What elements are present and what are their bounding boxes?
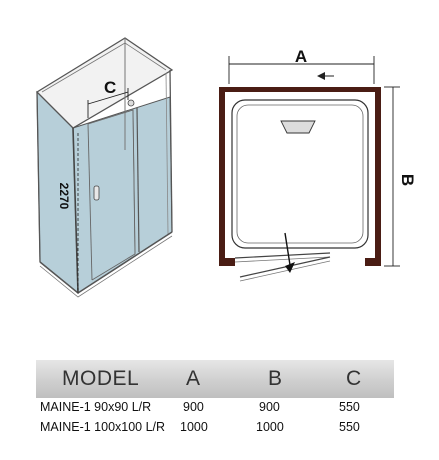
- dimension-c-label: C: [104, 78, 116, 97]
- table-header: MODEL A B C: [36, 360, 394, 398]
- header-model: MODEL: [62, 367, 140, 390]
- plan-view: A B: [219, 47, 417, 282]
- hinge-knob: [127, 99, 135, 107]
- row-c: 550: [339, 400, 360, 414]
- dimension-b-label: B: [398, 174, 417, 186]
- row-model: MAINE-1 90x90 L/R: [40, 400, 152, 414]
- shower-diagram: C 2270 A B: [35, 37, 417, 298]
- row-c: 550: [339, 420, 360, 434]
- row-b: 1000: [256, 420, 284, 434]
- enclosure-frame: [219, 87, 381, 266]
- dimension-c: C: [87, 78, 129, 118]
- table-row: MAINE-1 90x90 L/R 900 900 550: [0, 400, 439, 420]
- door-hinge-line: [136, 107, 140, 253]
- door-swing: [234, 232, 331, 282]
- dimension-a: A: [228, 47, 375, 84]
- top-frame: [35, 37, 174, 129]
- door-handle: [93, 185, 100, 201]
- header-b: B: [268, 367, 283, 390]
- row-a: 900: [183, 400, 204, 414]
- drain-icon: [280, 120, 316, 134]
- row-a: 1000: [180, 420, 208, 434]
- height-label: 2270: [57, 183, 71, 210]
- header-c: C: [346, 367, 362, 390]
- door-open-arrow: [285, 262, 295, 273]
- dimension-a-label: A: [295, 47, 307, 66]
- dimension-height: 2270: [57, 133, 79, 290]
- direction-arrow: [317, 72, 325, 80]
- enclosure-3d-view: C 2270: [35, 37, 174, 298]
- header-a: A: [186, 367, 201, 390]
- dimension-b: B: [384, 86, 417, 267]
- front-corner-post: [72, 127, 79, 294]
- shower-tray: [231, 99, 369, 249]
- table-row: MAINE-1 100x100 L/R 1000 1000 550: [0, 420, 439, 440]
- row-model: MAINE-1 100x100 L/R: [40, 420, 166, 434]
- row-b: 900: [259, 400, 280, 414]
